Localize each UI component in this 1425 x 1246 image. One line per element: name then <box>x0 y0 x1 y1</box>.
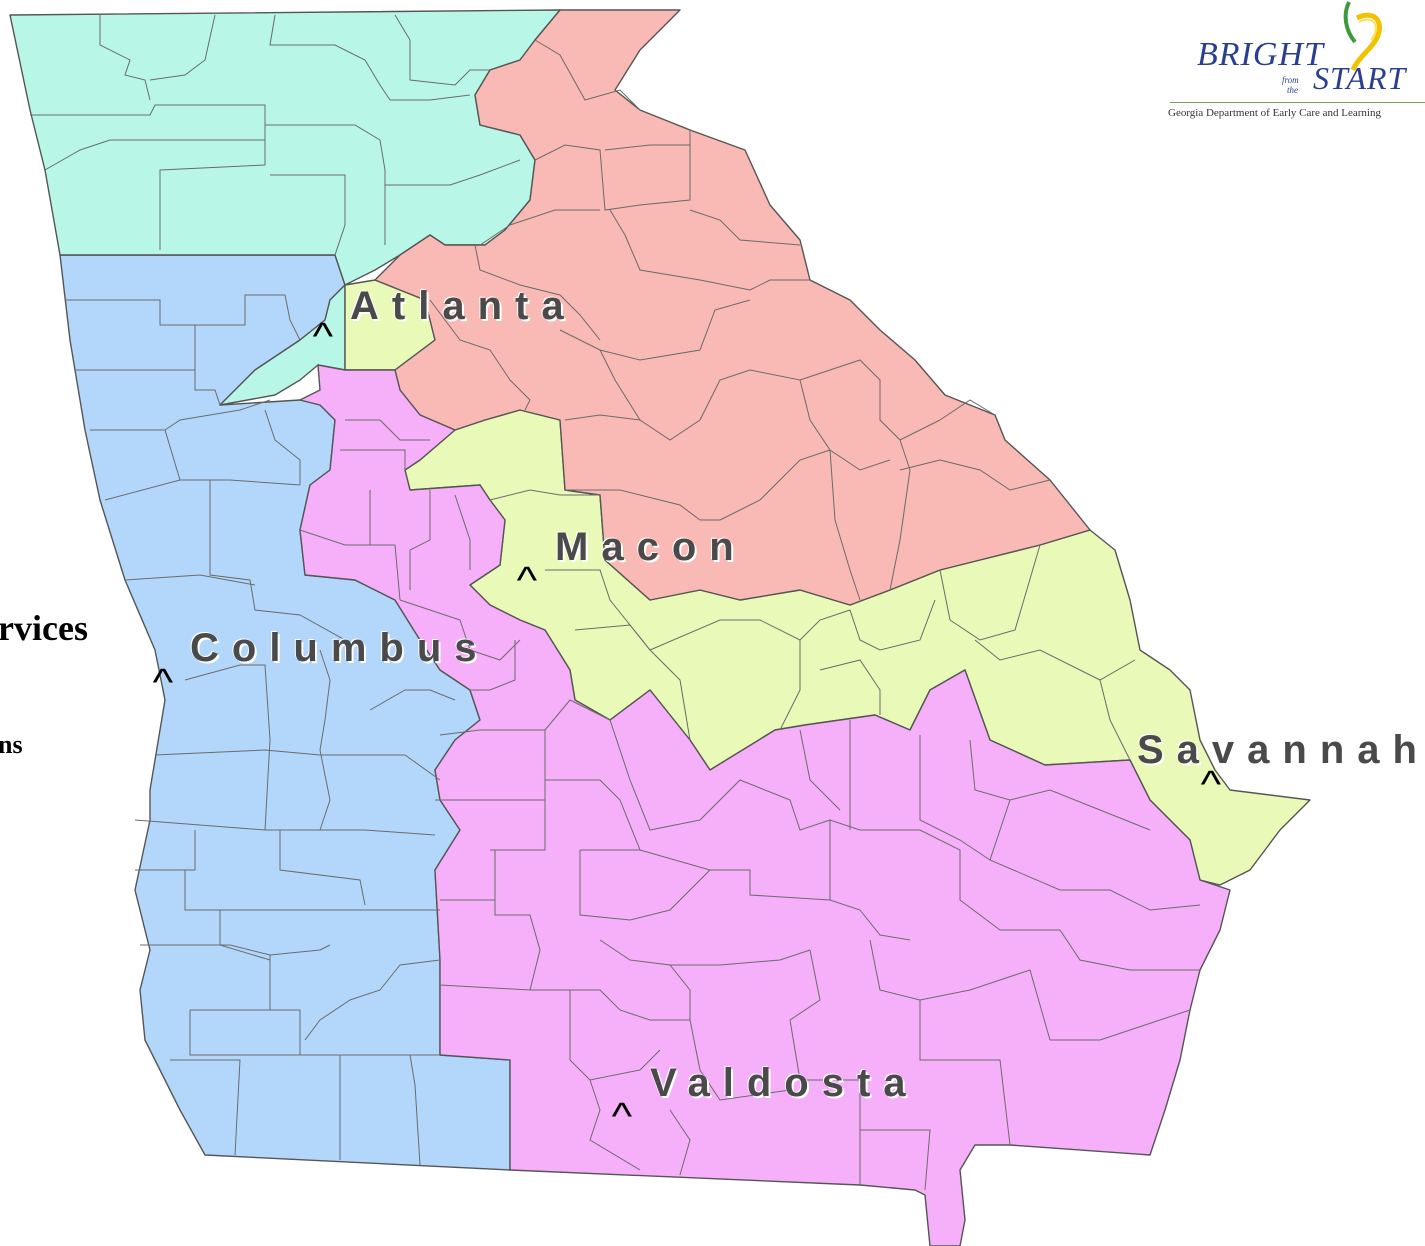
city-marker-valdosta: ^ <box>611 1096 633 1138</box>
logo-start-text: START <box>1313 60 1407 96</box>
city-marker-atlanta: ^ <box>312 316 334 358</box>
logo-bright-text: BRIGHT <box>1197 36 1324 73</box>
city-label-savannah: Savannah <box>1137 728 1425 772</box>
city-label-macon: Macon <box>555 525 747 569</box>
bright-from-the-start-logo: BRIGHT from the START Georgia Department… <box>1165 0 1425 125</box>
sprout-icon <box>1343 1 1383 72</box>
side-text-services: rvices <box>0 608 88 648</box>
city-label-atlanta: Atlanta <box>350 284 577 328</box>
logo-divider <box>1170 102 1425 103</box>
logo-department-text: Georgia Department of Early Care and Lea… <box>1168 107 1381 119</box>
logo-from-text: from <box>1282 75 1299 85</box>
city-marker-macon: ^ <box>516 560 538 602</box>
city-label-valdosta: Valdosta <box>650 1061 919 1105</box>
city-label-columbus: Columbus <box>190 626 490 670</box>
city-marker-savannah: ^ <box>1200 764 1222 806</box>
side-text-ns: ns <box>0 730 23 759</box>
county-borders <box>30 14 1201 1191</box>
logo-the-text: the <box>1287 85 1298 95</box>
city-marker-columbus: ^ <box>152 662 174 704</box>
